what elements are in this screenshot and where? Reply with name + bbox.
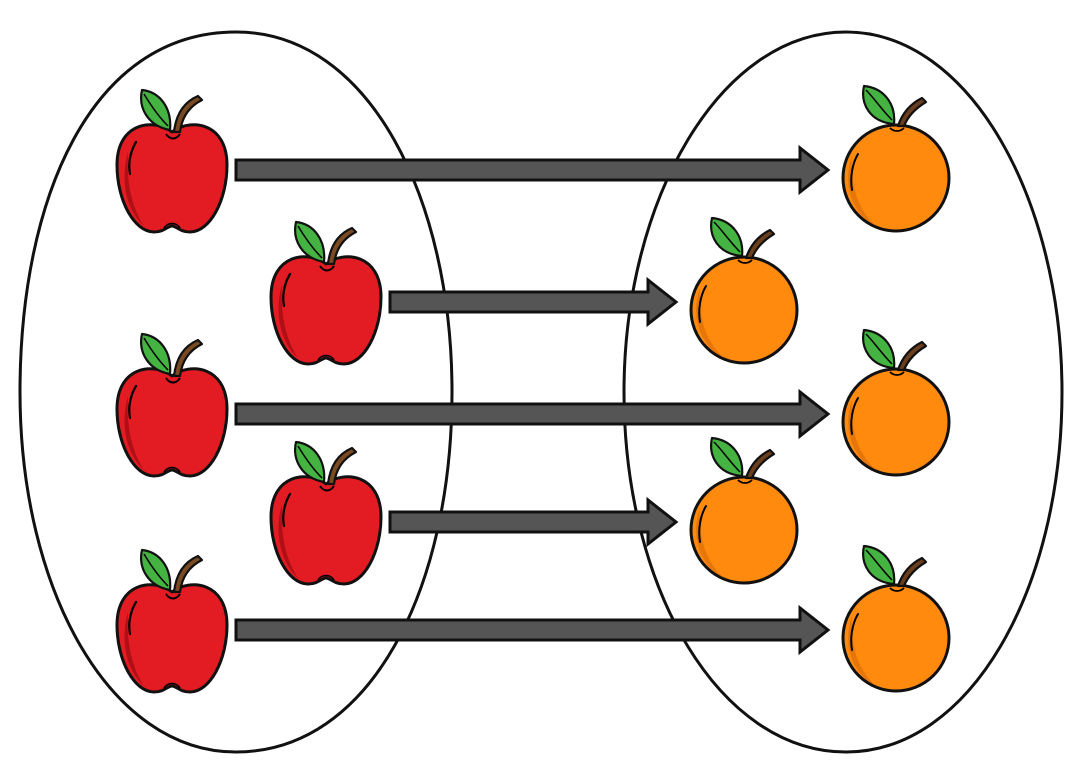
- domain-set-ellipse: [18, 30, 454, 754]
- mapping-arrow: [234, 388, 831, 440]
- mapping-arrow: [388, 496, 679, 548]
- mapping-arrows: [234, 144, 831, 656]
- mapping-arrow: [234, 144, 831, 196]
- mapping-arrow: [234, 604, 831, 656]
- mapping-arrow: [388, 276, 679, 328]
